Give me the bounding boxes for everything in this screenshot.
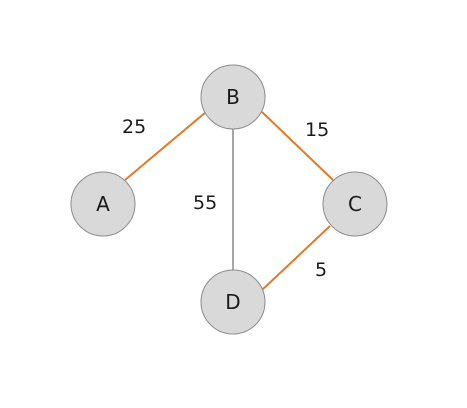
- node-d: D: [200, 269, 266, 335]
- node-b: B: [200, 64, 266, 130]
- edge-a-b: [124, 111, 207, 181]
- edge-weight-b-c: 15: [305, 119, 329, 141]
- node-a: A: [70, 171, 136, 237]
- node-label-c: C: [348, 192, 362, 216]
- edge-weight-c-d: 5: [315, 259, 327, 281]
- node-label-b: B: [226, 85, 240, 109]
- edge-b-c: [261, 111, 334, 181]
- edge-weight-a-b: 25: [122, 116, 146, 138]
- edge-c-d: [261, 225, 331, 291]
- node-label-d: D: [225, 290, 240, 314]
- node-c: C: [322, 171, 388, 237]
- edge-weight-b-d: 55: [193, 192, 217, 214]
- node-label-a: A: [96, 192, 110, 216]
